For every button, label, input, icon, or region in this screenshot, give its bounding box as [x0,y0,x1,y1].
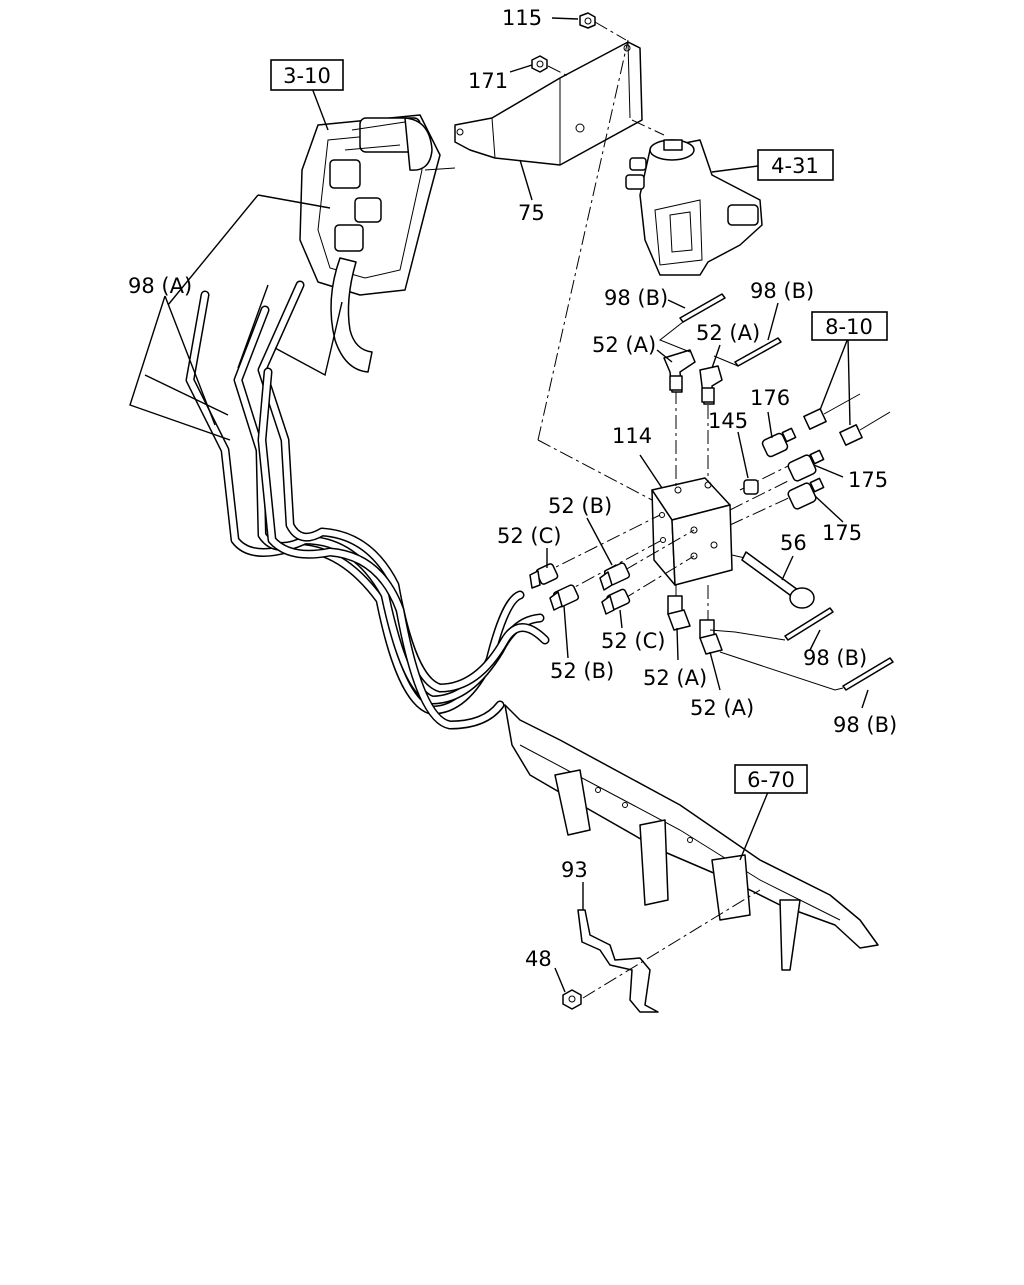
banjo-fitting-52a-top-right [699,365,723,405]
callout-52a-bottom-right: 52 (A) [690,696,754,720]
callout-52b-lower: 52 (B) [550,659,614,683]
ref-label-6-70: 6-70 [747,768,795,792]
callout-145: 145 [708,409,748,433]
pipe-98b-top-right [734,337,782,367]
ref-label-3-10: 3-10 [283,64,331,88]
fitting-145 [743,479,759,495]
callout-52a-bottom-left: 52 (A) [643,666,707,690]
pipe-98b-top-left [679,293,726,323]
banjo-fitting-52a-bottom-right [699,619,723,655]
bolt-56 [741,551,815,609]
callout-48: 48 [525,947,552,971]
callout-93: 93 [561,858,588,882]
ref-box-3-10[interactable]: 3-10 [270,59,344,91]
fitting-52c-upper [529,563,559,589]
nut-48 [562,989,582,1010]
callout-labels: 115 171 75 98 (A) 98 (B) 98 (B) 52 (A) 5… [128,6,897,971]
bracket-93 [577,909,659,1013]
callout-75: 75 [518,201,545,225]
nut-171 [531,55,548,73]
callout-52c-upper: 52 (C) [497,524,561,548]
callout-98b-top-left: 98 (B) [604,286,668,310]
ref-label-4-31: 4-31 [771,154,819,178]
callout-114: 114 [612,424,652,448]
callout-98b-bottom-left: 98 (B) [803,646,867,670]
callout-52b-upper: 52 (B) [548,494,612,518]
nut-115 [579,12,596,29]
fitting-52b-upper [599,562,631,591]
master-cylinder-assembly [299,114,456,373]
frame-crossmember [504,704,879,971]
switch-175-lower [787,477,825,510]
callout-175-upper: 175 [848,468,888,492]
pipe-98b-bottom-right [842,657,894,691]
connector-8-10 [803,393,891,446]
ref-label-8-10: 8-10 [825,315,873,339]
hoses-98a [185,280,550,730]
callout-115: 115 [502,6,542,30]
callout-98a: 98 (A) [128,274,192,298]
switch-176 [761,427,797,458]
callout-56: 56 [780,531,807,555]
callout-98b-top-right: 98 (B) [750,279,814,303]
callout-175-lower: 175 [822,521,862,545]
fitting-52c-lower [601,588,631,615]
ref-box-8-10[interactable]: 8-10 [811,311,888,341]
distribution-block-114 [651,477,733,586]
callout-52c-lower: 52 (C) [601,629,665,653]
callout-52a-top-right: 52 (A) [696,321,760,345]
pump-assembly [625,139,763,276]
ref-box-6-70[interactable]: 6-70 [734,764,808,794]
bracket-75 [454,41,643,166]
ref-box-4-31[interactable]: 4-31 [757,149,834,181]
pipe-98b-bottom-left [784,607,834,641]
banjo-fitting-52a-bottom-left [667,595,691,631]
banjo-fitting-52a-top-left [663,349,696,393]
callout-52a-top-left: 52 (A) [592,333,656,357]
callout-176: 176 [750,386,790,410]
leader-lines [129,17,869,993]
callout-171: 171 [468,69,508,93]
fitting-52b-lower [549,584,580,611]
switch-175-upper [787,449,825,482]
callout-98b-bottom-right: 98 (B) [833,713,897,737]
